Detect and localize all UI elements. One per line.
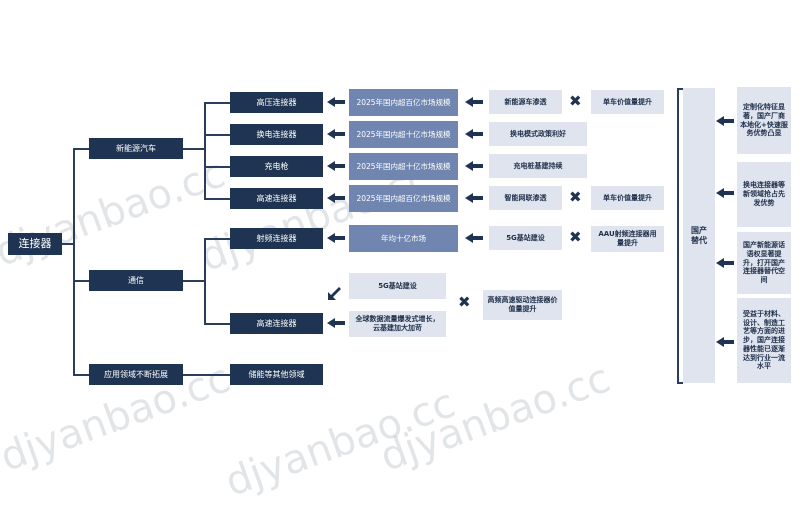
arrow-left-icon bbox=[716, 116, 734, 126]
watermark: djyanbao.cc bbox=[374, 355, 617, 481]
market-hs-car: 2025年国内超百亿市场规模 bbox=[349, 185, 458, 212]
arrow-left-icon bbox=[327, 97, 345, 107]
domestic-substitution: 国产替代 bbox=[683, 88, 715, 383]
market-gun: 2025年国内超十亿市场规模 bbox=[349, 153, 458, 180]
multiply-icon: ✖ bbox=[458, 293, 471, 311]
watermark: djyanbao.cc bbox=[0, 150, 232, 276]
advantage-new-fields: 换电连接器等新领域抢占先发优势 bbox=[737, 162, 791, 227]
category-apps: 应用领域不断拓展 bbox=[89, 364, 183, 385]
arrow-left-icon bbox=[716, 337, 734, 347]
node-hv-connector: 高压连接器 bbox=[230, 92, 323, 113]
hs-tel-value: 高频高速驱动连接器价值量提升 bbox=[483, 290, 562, 320]
arrow-left-icon bbox=[465, 193, 483, 203]
arrow-left-icon bbox=[327, 129, 345, 139]
driver-hs-car: 智能网联渗透 bbox=[489, 186, 562, 210]
watermark: djyanbao.cc bbox=[219, 380, 462, 506]
arrow-left-icon bbox=[716, 258, 734, 268]
arrow-left-icon bbox=[716, 188, 734, 198]
node-charging-gun: 充电枪 bbox=[230, 156, 323, 177]
market-swap: 2025年国内超十亿市场规模 bbox=[349, 121, 458, 148]
hs-tel-data-growth: 全球数据流量爆发式增长，云基建加大加苛 bbox=[349, 311, 446, 337]
node-rf-connector: 射频连接器 bbox=[230, 228, 323, 249]
node-hs-connector-car: 高速连接器 bbox=[230, 188, 323, 209]
multiply-icon: ✖ bbox=[569, 92, 582, 110]
category-telecom: 通信 bbox=[89, 270, 183, 291]
market-rf: 年均十亿市场 bbox=[349, 225, 458, 252]
arrow-left-icon bbox=[327, 233, 345, 243]
driver-rf: 5G基站建设 bbox=[489, 226, 562, 250]
driver-hv: 新能源车渗透 bbox=[489, 90, 562, 114]
hs-tel-5g: 5G基站建设 bbox=[349, 273, 446, 299]
multiply-icon: ✖ bbox=[569, 228, 582, 246]
value-hs-car: 单车价值量提升 bbox=[591, 186, 664, 210]
arrow-left-icon bbox=[327, 161, 345, 171]
value-hv: 单车价值量提升 bbox=[591, 90, 664, 114]
driver-gun: 充电桩基建持续 bbox=[489, 154, 587, 178]
arrow-left-icon bbox=[465, 129, 483, 139]
category-nev: 新能源汽车 bbox=[89, 138, 183, 159]
arrow-left-icon bbox=[465, 97, 483, 107]
arrow-down-left-icon bbox=[328, 287, 341, 300]
node-storage: 储能等其他领域 bbox=[230, 364, 323, 385]
arrow-left-icon bbox=[327, 193, 345, 203]
value-rf: AAU射频连接器用量提升 bbox=[591, 226, 664, 252]
market-hv: 2025年国内超百亿市场规模 bbox=[349, 89, 458, 116]
node-hs-connector-telecom: 高速连接器 bbox=[230, 313, 323, 334]
advantage-customization: 定制化特征显著，国产厂商本地化+快速服务优势凸显 bbox=[737, 87, 791, 154]
root-node: 连接器 bbox=[8, 233, 62, 255]
driver-swap: 换电模式政策利好 bbox=[489, 122, 587, 146]
advantage-voice: 国产新能源话语权显著提升，打开国产连接器替代空间 bbox=[737, 232, 791, 294]
arrow-left-icon bbox=[327, 318, 345, 328]
arrow-left-icon bbox=[465, 233, 483, 243]
advantage-performance: 受益于材料、设计、制造工艺等方面的进步，国产连接器性能已逐渐达到行业一流水平 bbox=[737, 298, 791, 383]
multiply-icon: ✖ bbox=[569, 188, 582, 206]
arrow-left-icon bbox=[465, 161, 483, 171]
node-swap-connector: 换电连接器 bbox=[230, 124, 323, 145]
